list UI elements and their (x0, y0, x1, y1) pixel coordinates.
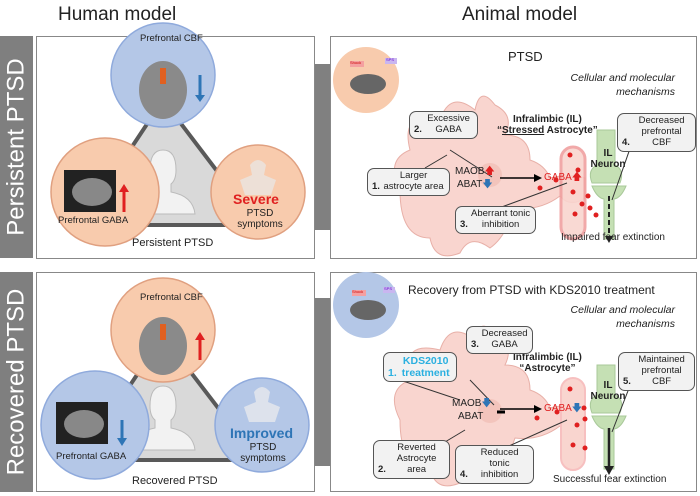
callout-num: 2. (414, 123, 422, 135)
callout-num: 4. (622, 136, 630, 148)
callout-text: Larger astrocyte area (383, 170, 444, 192)
abat-text: ABAT (457, 179, 483, 190)
recovered-cbf-label: Prefrontal CBF (140, 292, 203, 303)
maob-label: MAOB🡇 (452, 398, 492, 409)
callout-2: 2. Reverted Astrocyte area (373, 440, 450, 479)
gaba-dots (534, 386, 588, 451)
callout-3: 3. Aberrant tonic inhibition (455, 206, 536, 234)
callout-text: Reverted Astrocyte area (396, 442, 437, 475)
callout-1-kds2010: 1. KDS2010 treatment (383, 352, 457, 383)
stressed-word: Stressed (502, 125, 545, 136)
person-icon (240, 160, 276, 195)
callout-num: 4. (460, 468, 468, 480)
recovered-mechanisms: Cellular and molecular mechanisms (570, 304, 675, 330)
callout-text: Reduced tonic inhibition (480, 447, 519, 480)
brain-scan-icon (139, 317, 187, 375)
recovered-caption: Recovered PTSD (132, 475, 218, 487)
callout-num: 1. (372, 180, 380, 192)
up-arrow-icon: 🡅 (484, 166, 495, 177)
recovered-gaba-label: Prefrontal GABA (56, 451, 127, 462)
callout-num: 3. (460, 218, 468, 230)
recovered-cell-title: Infralimbic (IL)“Astrocyte” (513, 352, 582, 374)
callout-num: 3. (471, 338, 479, 350)
connector-bar-bottom (315, 298, 330, 466)
maob-label: MAOB🡅 (455, 166, 495, 177)
neuron-shape (589, 364, 627, 470)
callout-1: 1. Larger astrocyte area (367, 168, 450, 196)
human-model-header: Human model (58, 4, 177, 25)
callout-text: Maintained prefrontal CBF (638, 354, 685, 387)
persistent-symptoms: PTSD symptoms (237, 208, 283, 230)
person-icon (244, 387, 280, 422)
maob-text: MAOB (452, 398, 482, 409)
gaba-text: GABA (544, 172, 572, 183)
mouse-label-shock: Shock (352, 289, 364, 294)
recovered-side-label: Recovered PTSD (0, 272, 33, 492)
callout-text: Aberrant tonic inhibition (471, 208, 531, 230)
neuron-shape (589, 129, 627, 240)
callout-text: KDS2010 treatment (401, 355, 450, 380)
mouse-icon (350, 300, 386, 320)
recovered-human-graphics (40, 277, 310, 480)
recovered-severity: Improved (230, 425, 294, 441)
connector-bar-top (315, 64, 330, 230)
callout-text: Decreased GABA (481, 328, 528, 350)
callout-4: 4. Decreased prefrontal CBF (617, 113, 696, 152)
symptoms-circle (214, 377, 310, 473)
gaba-text: GABA (544, 403, 572, 414)
down-arrow-icon: 🡇 (481, 398, 492, 409)
callout-3: 3. Decreased GABA (466, 326, 533, 354)
astrocyte-word: Astrocyte” (544, 125, 598, 136)
recovered-outcome: Successful fear extinction (553, 474, 667, 485)
abat-label: ABAT (458, 411, 484, 422)
mouse-icon (350, 74, 386, 94)
gaba-label: GABA🡅 (544, 172, 583, 183)
recovered-symptoms: PTSD symptoms (240, 442, 286, 464)
persistent-cbf-label: Prefrontal CBF (140, 33, 203, 44)
callout-num: 5. (623, 375, 631, 387)
abat-label: ABAT🡇 (457, 179, 493, 190)
persistent-cell-title: Infralimbic (IL) “Stressed Astrocyte” (497, 114, 598, 136)
brain-scan-icon (139, 61, 187, 119)
mouse-label-shock: Shock (350, 60, 362, 65)
cell-title-text: Infralimbic (IL) (513, 352, 582, 363)
gaba-dots (537, 152, 599, 218)
persistent-severity: Severe (233, 191, 279, 207)
callout-2: 2. Excessive GABA (409, 111, 478, 139)
persistent-mechanisms: Cellular and molecular mechanisms (570, 72, 675, 98)
animal-model-header: Animal model (462, 4, 578, 25)
persistent-gaba-label: Prefrontal GABA (58, 215, 129, 226)
astrocyte-endfoot (560, 377, 586, 471)
cell-sub-text: “Astrocyte” (519, 363, 576, 374)
callout-text: Excessive GABA (427, 113, 470, 135)
persistent-human-graphics (50, 22, 306, 247)
maob-text: MAOB (455, 166, 485, 177)
recovered-animal-title: Recovery from PTSD with KDS2010 treatmen… (408, 283, 655, 297)
down-arrow-icon: 🡇 (482, 179, 493, 190)
gaba-label: GABA🡇 (544, 403, 583, 414)
persistent-outcome: Impaired fear extinction (561, 232, 665, 243)
callout-num: 2. (378, 463, 386, 475)
cell-title-text: Infralimbic (IL) (512, 114, 582, 125)
callout-text: Decreased prefrontal CBF (638, 115, 685, 148)
persistent-side-label: Persistent PTSD (0, 36, 33, 258)
callout-num: 1. (388, 367, 397, 380)
quote: “ (497, 125, 502, 136)
callout-4: 4. Reduced tonic inhibition (455, 445, 534, 484)
callout-5: 5. Maintained prefrontal CBF (618, 352, 695, 391)
mouse-label-sps: SPS (386, 57, 395, 62)
mouse-label-sps: SPS (384, 286, 393, 291)
persistent-caption: Persistent PTSD (132, 237, 214, 249)
persistent-animal-title: PTSD (508, 49, 543, 64)
il-neuron-label: IL Neuron (590, 148, 626, 170)
il-neuron-label: IL Neuron (590, 380, 626, 402)
